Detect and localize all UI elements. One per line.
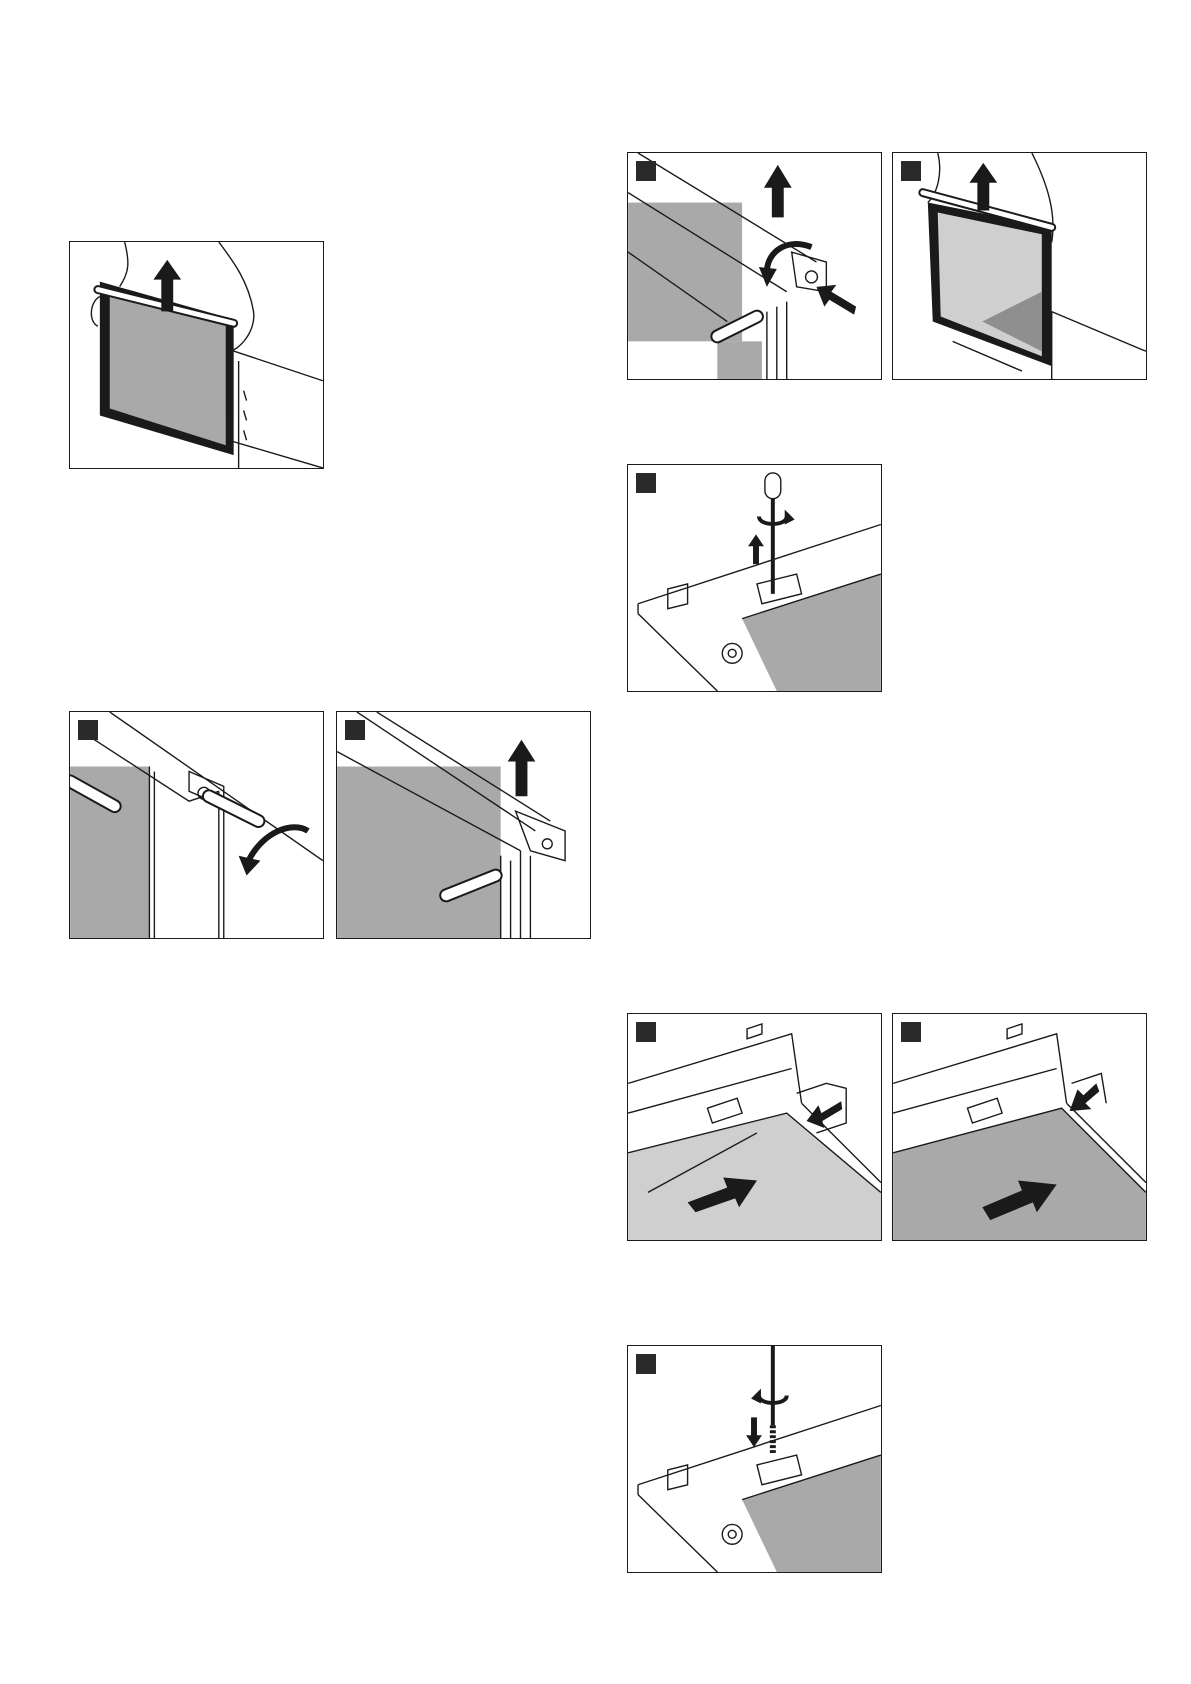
- handle-lift-drawing: [337, 712, 590, 938]
- illustration-hinge-screw: [627, 1345, 882, 1573]
- up-arrow-icon: [748, 534, 764, 564]
- illustration-glass-push: [892, 1013, 1147, 1241]
- step-marker: [636, 1022, 656, 1042]
- remove-door-drawing: [70, 242, 323, 468]
- step-marker: [901, 161, 921, 181]
- up-arrow-icon: [764, 165, 792, 218]
- cover-lift-drawing: [628, 153, 881, 379]
- step-marker: [636, 473, 656, 493]
- push-arrow-icon: [807, 1101, 843, 1128]
- step-marker: [345, 720, 365, 740]
- illustration-glass-insert: [627, 1013, 882, 1241]
- step-marker: [901, 1022, 921, 1042]
- rotate-arrow-icon: [767, 244, 812, 272]
- handle-screw-drawing: [70, 712, 323, 938]
- down-arrow-icon: [746, 1417, 762, 1447]
- glass-push-drawing: [893, 1014, 1146, 1240]
- glass-insert-drawing: [628, 1014, 881, 1240]
- step-marker: [636, 1354, 656, 1374]
- illustration-remove-door: [69, 241, 324, 469]
- illustration-hinge-unscrew: [627, 464, 882, 692]
- hinge-screw-drawing: [628, 1346, 881, 1572]
- door-lift-drawing: [893, 153, 1146, 379]
- push-arrow-icon: [1070, 1083, 1100, 1111]
- illustration-door-lift: [892, 152, 1147, 380]
- step-marker: [78, 720, 98, 740]
- hinge-unscrew-drawing: [628, 465, 881, 691]
- illustration-handle-lift: [336, 711, 591, 939]
- step-marker: [636, 161, 656, 181]
- push-arrow-icon: [816, 285, 856, 315]
- up-arrow-icon: [508, 740, 536, 797]
- illustration-handle-screw: [69, 711, 324, 939]
- illustration-cover-lift: [627, 152, 882, 380]
